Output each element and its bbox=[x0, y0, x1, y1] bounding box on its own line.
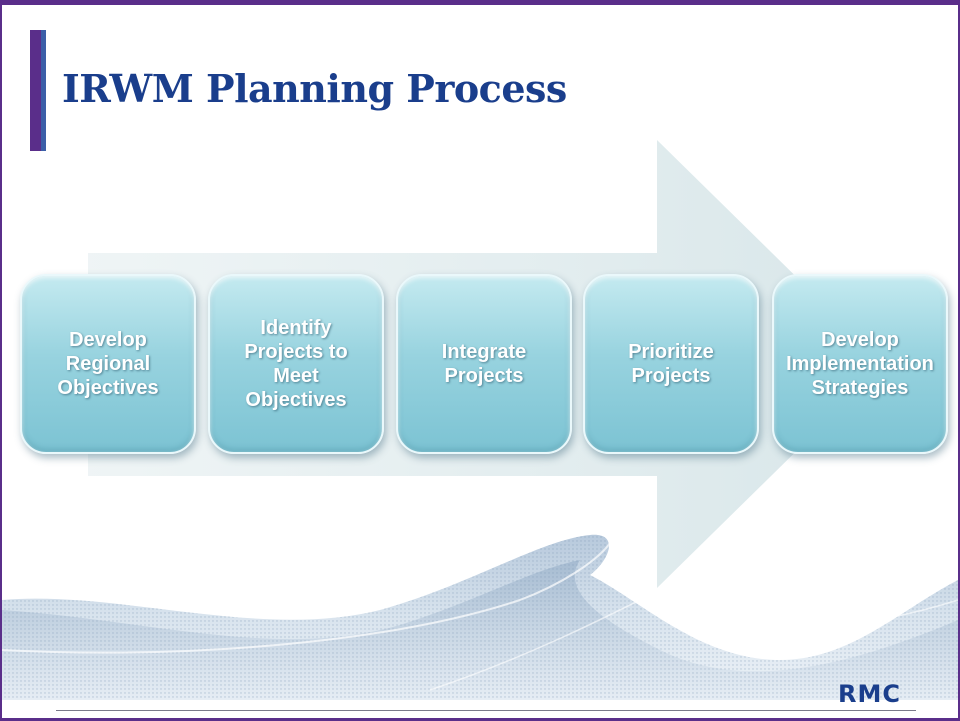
rmc-logo: RMC bbox=[838, 680, 901, 708]
slide-title: IRWM Planning Process bbox=[62, 66, 567, 111]
step-box-3: Integrate Projects bbox=[396, 274, 572, 454]
bottom-border bbox=[0, 718, 960, 721]
step-label-3: Integrate Projects bbox=[441, 341, 527, 387]
title-accent-bar bbox=[30, 30, 46, 151]
step-box-1: Develop Regional Objectives bbox=[20, 274, 196, 454]
step-label-1: Develop Regional Objectives bbox=[57, 329, 159, 399]
step-box-2: Identify Projects to Meet Objectives bbox=[208, 274, 384, 454]
footer-line bbox=[56, 710, 916, 711]
left-border bbox=[0, 0, 2, 721]
step-label-4: Prioritize Projects bbox=[628, 341, 714, 387]
step-box-5: Develop Implementation Strategies bbox=[772, 274, 948, 454]
step-label-5: Develop Implementation Strategies bbox=[786, 329, 934, 399]
step-box-4: Prioritize Projects bbox=[583, 274, 759, 454]
step-label-2: Identify Projects to Meet Objectives bbox=[244, 317, 348, 411]
right-border bbox=[958, 0, 960, 721]
top-border bbox=[0, 0, 960, 5]
